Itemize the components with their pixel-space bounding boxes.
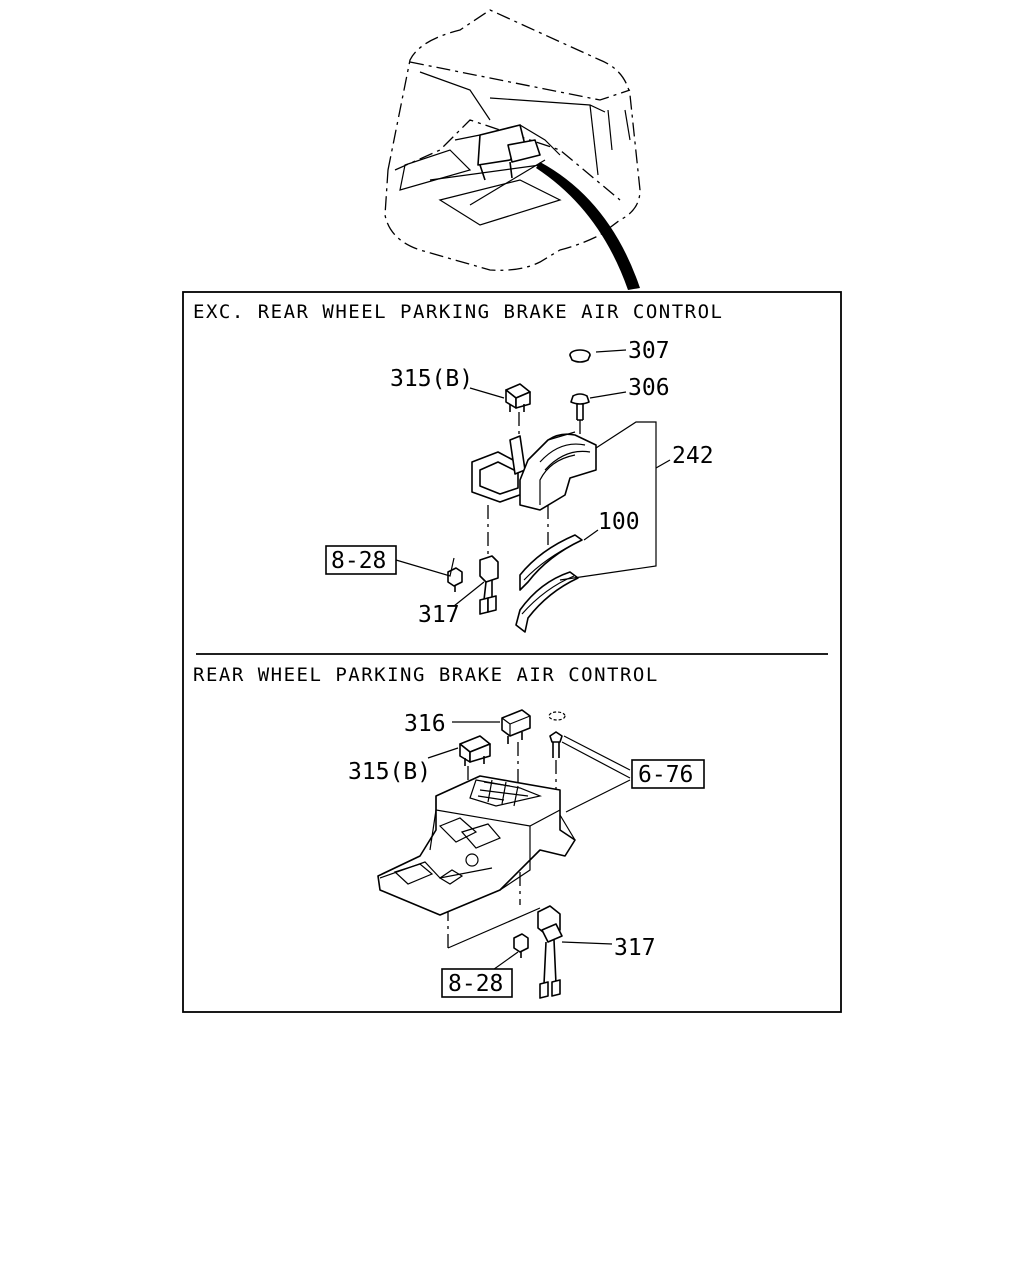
section-2-labels: 316 315(B) 6-76 317 8-28: [348, 711, 705, 998]
callout-100: 100: [598, 509, 640, 535]
ref-box-8-28-rear: [441, 968, 513, 998]
callout-315b: 315(B): [390, 366, 473, 392]
callout-242: 242: [672, 443, 714, 469]
callout-315b-rear: 315(B): [348, 759, 431, 785]
callout-307: 307: [628, 338, 670, 364]
truck-cab-illustration: [384, 9, 641, 290]
callout-316: 316: [404, 711, 446, 737]
ref-box-8-28: [325, 545, 397, 575]
section-1-labels: 307 306 315(B) 242 100 8-28 317: [325, 338, 714, 628]
ref-box-6-76: [631, 759, 705, 789]
section-1-leaders: [395, 349, 671, 607]
parts-frame: [182, 291, 842, 1013]
callout-8-28: 8-28: [331, 548, 386, 574]
section-2-leaders: [427, 721, 631, 973]
callout-306: 306: [628, 375, 670, 401]
section-2-title: REAR WHEEL PARKING BRAKE AIR CONTROL: [193, 664, 659, 686]
callout-317-rear: 317: [614, 935, 656, 961]
callout-6-76: 6-76: [638, 762, 693, 788]
section-1-title: EXC. REAR WHEEL PARKING BRAKE AIR CONTRO…: [193, 301, 724, 323]
section-2-illustration: [377, 709, 576, 999]
callout-8-28-rear: 8-28: [448, 971, 503, 997]
callout-317: 317: [418, 602, 460, 628]
section-1-illustration: [447, 349, 597, 633]
